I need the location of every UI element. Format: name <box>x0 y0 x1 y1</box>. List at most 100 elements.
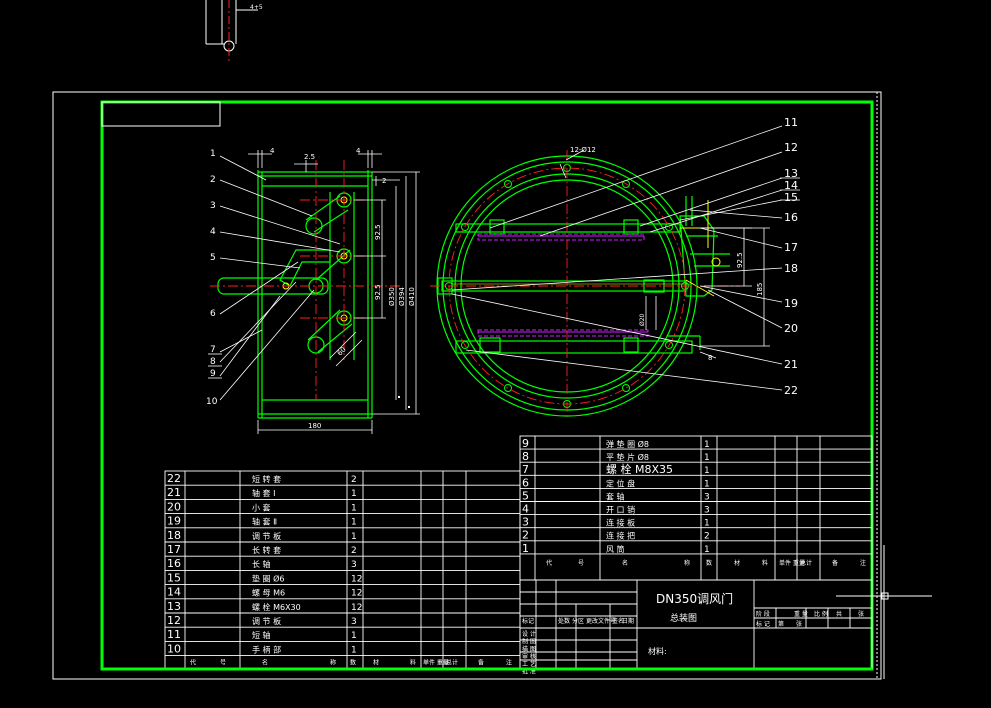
bom-left-row-name: 螺 母 M6 <box>252 588 285 598</box>
title-block-row-label: 设 计 <box>522 630 536 638</box>
bom-right-row-qty: 1 <box>704 440 710 450</box>
bom-left-row-qty: 12 <box>351 574 362 584</box>
bom-right-row-name: 连 接 板 <box>606 518 635 528</box>
snap-cursor <box>836 592 932 600</box>
bom-left-row-qty: 2 <box>351 546 357 556</box>
callout-14: 14 <box>784 179 798 192</box>
bom-right-row-name: 连 接 把 <box>606 531 635 541</box>
left-callouts: 1 2 3 4 5 6 7 8 9 10 <box>206 149 218 407</box>
dim-d394: Ø394 <box>398 287 406 306</box>
bom-right-row-qty: 2 <box>704 532 710 542</box>
drawing-title: DN350调风门 <box>656 591 733 606</box>
title-block-col-label: 更改文件号 <box>586 617 616 625</box>
bom-right-header-cell: 名 <box>622 559 628 567</box>
callout-20: 20 <box>784 322 798 335</box>
bom-right-row-no: 3 <box>522 516 529 529</box>
bom-left-header-cell: 号 <box>220 660 226 667</box>
title-block-right-label: 张 <box>858 610 864 618</box>
bom-left-row-no: 15 <box>167 571 181 584</box>
bom-left-row-qty: 1 <box>351 645 357 655</box>
bom-right-row-name: 开 口 销 <box>606 505 635 515</box>
bom-right-header-cell: 号 <box>578 560 584 567</box>
callout-18: 18 <box>784 262 798 275</box>
bom-right-row-no: 1 <box>522 542 529 555</box>
callout-2: 2 <box>210 175 216 185</box>
title-block-right-label: 比 例 <box>814 610 828 618</box>
bom-left-row-no: 18 <box>167 529 181 542</box>
title-block-row-label: 审 核 <box>522 653 536 661</box>
bom-right-row-no: 2 <box>522 529 529 542</box>
title-block-row-label: 描 图 <box>522 645 536 653</box>
bom-right-row-no: 4 <box>522 503 529 516</box>
bom-left-row-qty: 1 <box>351 489 357 499</box>
bom-right-header-cell: 称 <box>684 559 690 567</box>
bom-left-row-name: 短 轴 <box>252 630 271 640</box>
callout-19: 19 <box>784 297 798 310</box>
title-block-row-label: 工 艺 <box>522 660 536 668</box>
bom-right-header-cell: 总计 <box>800 559 812 567</box>
bom-right-row-qty: 1 <box>704 545 710 555</box>
callout-17: 17 <box>784 241 798 254</box>
bom-left-row-name: 调 节 板 <box>252 616 281 626</box>
dim-92-5-b: 92.5 <box>374 284 382 300</box>
title-block-right-label: 重 量 <box>794 610 808 618</box>
bom-left-row-name: 长 轴 <box>252 559 271 569</box>
bom-right-row-qty: 1 <box>704 453 710 463</box>
bom-left-row-qty: 1 <box>351 532 357 542</box>
bom-right-header-cell: 单件 重量 <box>779 559 805 567</box>
bom-right-header-cell: 代 <box>546 559 552 567</box>
bom-right-row-name: 风 筒 <box>606 544 625 554</box>
bom-left-row-name: 轴 套 Ⅰ <box>252 488 275 498</box>
bom-right-row-name: 弹 垫 圈 Ø8 <box>606 439 649 449</box>
title-block-col-label: 签名 <box>612 617 624 625</box>
callout-1: 1 <box>210 149 216 159</box>
bom-right-header-cell: 注 <box>860 559 866 567</box>
title-block-col-label: 分区 <box>572 617 584 625</box>
bom-left-header-cell: 单件 重量 <box>423 659 449 667</box>
dim-8: 8 <box>708 354 712 362</box>
callout-12: 12 <box>784 141 798 154</box>
bom-left-header-cell: 数 <box>350 659 356 667</box>
callout-6: 6 <box>210 309 216 319</box>
bom-left-header-cell: 称 <box>330 659 336 667</box>
callout-15: 15 <box>784 191 798 204</box>
dim-d20: Ø20 <box>639 313 646 326</box>
dim-60: 60 <box>336 345 348 357</box>
callout-7: 7 <box>210 345 216 355</box>
dim-4-left: 4 <box>270 147 275 155</box>
dim-d350: Ø350 <box>388 287 396 306</box>
code-box <box>101 101 221 127</box>
title-block-right-label: 张 <box>796 620 802 628</box>
bom-left-row-no: 21 <box>167 486 181 499</box>
right-callouts: 11 12 13 14 15 16 17 18 19 20 21 22 <box>784 116 798 397</box>
title-block-grid <box>519 579 873 669</box>
bom-right-row-no: 9 <box>522 437 529 450</box>
callout-8: 8 <box>210 357 216 367</box>
bom-left-header-cell: 总计 <box>446 659 458 667</box>
callout-5: 5 <box>210 253 216 263</box>
bom-left-row-no: 13 <box>167 600 181 613</box>
bom-left-header-cell: 注 <box>506 659 512 667</box>
bom-right-row-no: 5 <box>522 489 529 502</box>
callout-10: 10 <box>206 397 218 407</box>
side-view <box>208 150 420 434</box>
bom-right-header-cell: 材 <box>734 559 740 567</box>
bom-right-row-qty: 1 <box>704 479 710 489</box>
title-block-row-label: 制 图 <box>522 638 536 646</box>
dim-4-right: 4 <box>356 147 361 155</box>
bom-left-row-no: 19 <box>167 515 181 528</box>
callout-16: 16 <box>784 211 798 224</box>
bom-right-header-cell: 料 <box>762 559 768 567</box>
bom-left-row-qty: 12 <box>351 603 362 613</box>
bom-left-row-no: 10 <box>167 642 181 655</box>
callout-3: 3 <box>210 201 216 211</box>
dim-2: 2 <box>382 177 386 185</box>
outer-frame <box>52 91 882 680</box>
bom-right-row-name: 平 垫 片 Ø8 <box>606 452 649 462</box>
title-block-col-label: 处数 <box>558 617 570 625</box>
dim-180: 180 <box>308 422 321 430</box>
bom-left-header-cell: 代 <box>190 659 196 667</box>
title-block-right-label: 标 记 <box>756 620 770 628</box>
